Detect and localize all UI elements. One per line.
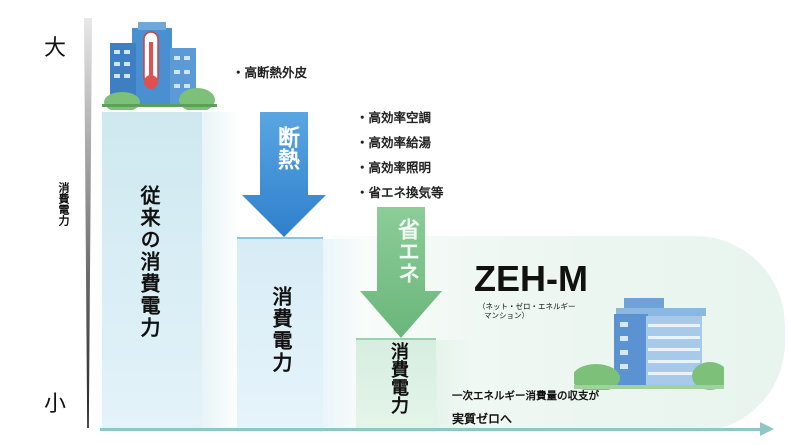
y-axis-gradient: [84, 18, 92, 428]
y-axis-high-label: 大: [44, 36, 67, 61]
zeh-consumption-bar: [356, 338, 436, 432]
zeh-m-subtitle-line2: マンション）: [484, 311, 529, 320]
energy-measure: ・高効率照明: [356, 160, 432, 175]
y-axis-title: 消費電力: [57, 182, 70, 226]
energy-measure: ・高効率空調: [356, 110, 432, 125]
insulated-consumption-bar: [237, 237, 323, 432]
zeh-m-subtitle-line1: （ネット・ゼロ・エネルギー: [478, 302, 576, 311]
insulation-measure: ・高断熱外皮: [232, 65, 308, 80]
energy-measure: ・省エネ換気等: [356, 185, 444, 200]
zeh-m-title: ZEH-M: [474, 258, 588, 299]
insulation-arrow-label: 断熱: [274, 126, 299, 170]
x-axis-arrowhead-icon: [760, 422, 774, 436]
zeh-m-subtitle: （ネット・ゼロ・エネルギー マンション）: [478, 302, 576, 320]
conventional-consumption-label: 従来の消費電力: [137, 185, 161, 339]
insulation-arrow-icon: [242, 112, 326, 237]
bar-fade: [436, 340, 476, 430]
energy-saving-arrow-icon: [360, 207, 442, 338]
conventional-consumption-bar: [102, 112, 202, 430]
zeh-building-icon: [574, 298, 724, 390]
zeh-note-line2: 実質ゼロへ: [452, 412, 513, 426]
insulated-consumption-label: 消費電力: [269, 286, 293, 374]
x-axis-line: [100, 428, 762, 431]
zeh-consumption-label: 消費電力: [388, 342, 409, 414]
conventional-building-icon: [102, 22, 217, 110]
bar-fade: [202, 112, 242, 430]
zeh-note-line1: 一次エネルギー消費量の収支が: [452, 390, 599, 402]
y-axis-low-label: 小: [44, 392, 67, 417]
energy-saving-arrow-label: 省エネ: [394, 218, 419, 284]
energy-measure: ・高効率給湯: [356, 135, 432, 150]
